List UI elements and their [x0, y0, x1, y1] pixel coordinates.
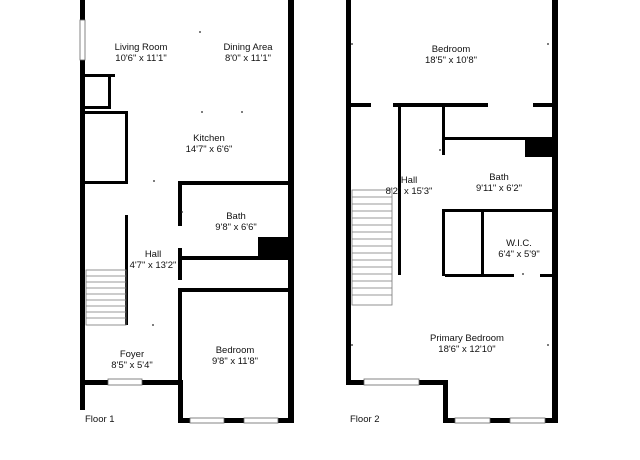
floor2-window-lower-left [363, 378, 420, 386]
room-name-living-room: Living Room [115, 42, 168, 53]
room-name-hall-2: Hall [401, 175, 417, 186]
floor1-marker [241, 111, 243, 113]
room-name-wic: W.I.C. [506, 238, 532, 249]
floor1-pantry-top-wall [85, 111, 127, 114]
floor1-bedroom-window-right [243, 417, 279, 424]
floor2-marker [351, 43, 353, 45]
floor-2-label: Floor 2 [350, 414, 380, 425]
room-dims-dining-area: 8'0" x 11'1" [225, 53, 271, 64]
floor1-marker [201, 111, 203, 113]
floor1-marker [153, 180, 155, 182]
room-dims-hall-1: 4'7" x 13'2" [130, 260, 177, 271]
floor2-marker [547, 344, 549, 346]
floor1-bath-bottom-wall [182, 256, 288, 260]
floor1-closet-side-wall [108, 74, 111, 108]
floor2-wic-bottom-wall-a [484, 274, 514, 277]
floor1-bath-fixture [258, 237, 288, 257]
floor1-staircase [85, 269, 127, 326]
floor2-bath-left-wall-a [442, 107, 445, 155]
floor2-bath-bottom-wall [442, 209, 552, 212]
floor2-marker [547, 43, 549, 45]
floor-1-label: Floor 1 [85, 414, 115, 425]
room-name-dining-area: Dining Area [223, 42, 273, 53]
floor1-marker [152, 324, 154, 326]
floor1-closet-bottom-wall [85, 106, 111, 109]
floor2-bedroom-bottom-wall-b [393, 103, 488, 107]
floor2-marker [351, 344, 353, 346]
room-name-primary-bedroom: Primary Bedroom [430, 333, 504, 344]
floor1-bath-top-wall [178, 181, 288, 185]
floor1-bedroom-window-left [189, 417, 225, 424]
floor1-living-window [79, 19, 86, 61]
floor-1: Living Room 10'6" x 11'1" Dining Area 8'… [79, 0, 294, 425]
floor2-marker [439, 149, 441, 151]
floor1-right-wall [288, 0, 294, 423]
room-name-bedroom-2: Bedroom [432, 44, 471, 55]
room-dims-kitchen: 14'7" x 6'6" [186, 144, 233, 155]
floor1-bedroom-left-wall [178, 288, 182, 423]
room-name-bath-1: Bath [226, 211, 246, 222]
floor2-left-wall [346, 0, 351, 385]
floor2-staircase [351, 189, 393, 306]
floor2-bottom-wall [443, 418, 558, 423]
floor1-bath-left-wall-a [178, 181, 182, 226]
room-dims-bath-1: 9'8" x 6'6" [215, 222, 257, 233]
floor2-marker [522, 273, 524, 275]
floor1-marker [181, 211, 183, 213]
room-name-foyer: Foyer [120, 349, 144, 360]
floor-2: Bedroom 18'5" x 10'8" Hall 8'2" x 15'3" … [346, 0, 558, 425]
room-dims-living-room: 10'6" x 11'1" [115, 53, 166, 64]
room-dims-primary-bedroom: 18'6" x 12'10" [438, 344, 495, 355]
room-dims-foyer: 8'5" x 5'4" [111, 360, 153, 371]
room-name-bath-2: Bath [489, 172, 509, 183]
floor2-stair-right-wall [398, 107, 401, 275]
floor1-left-wall [80, 0, 85, 410]
floor2-bedroom-bottom-wall-a [351, 103, 371, 107]
room-name-bedroom-1: Bedroom [216, 345, 255, 356]
room-dims-bedroom-1: 9'8" x 11'8" [212, 356, 258, 367]
floor1-bath-left-wall-b [178, 248, 182, 280]
floor2-bath-top-wall [445, 137, 552, 140]
floor1-closet-top-wall [85, 74, 115, 77]
floor2-wic-bottom-wall-b [540, 274, 552, 277]
floor2-bath-fixture [525, 137, 552, 157]
floor1-bedroom-top-wall [178, 288, 288, 292]
floor1-front-door [107, 378, 143, 386]
floor2-hall-closet-bottom-wall [445, 274, 485, 277]
floor2-right-wall [552, 0, 558, 423]
room-dims-bath-2: 9'11" x 6'2" [476, 183, 522, 194]
room-dims-bedroom-2: 18'5" x 10'8" [425, 55, 477, 66]
floor2-step-wall [443, 380, 448, 423]
room-name-kitchen: Kitchen [193, 133, 225, 144]
room-name-hall-1: Hall [145, 249, 161, 260]
floor2-wic-left-wall [481, 209, 484, 277]
floor1-pantry-side-wall [125, 111, 128, 183]
floor2-hall-closet-wall [442, 209, 445, 276]
floor1-marker [199, 31, 201, 33]
floor2-window-bottom-right [509, 417, 546, 424]
floor2-window-bottom-left [454, 417, 491, 424]
room-dims-wic: 6'4" x 5'9" [498, 249, 540, 260]
floor1-stair-wall [125, 215, 128, 325]
floor1-pantry-bottom-wall [85, 181, 128, 184]
room-dims-hall-2: 8'2" x 15'3" [386, 186, 433, 197]
floor1-bottom-wall [178, 418, 294, 423]
floor2-bedroom-bottom-wall-c [533, 103, 552, 107]
